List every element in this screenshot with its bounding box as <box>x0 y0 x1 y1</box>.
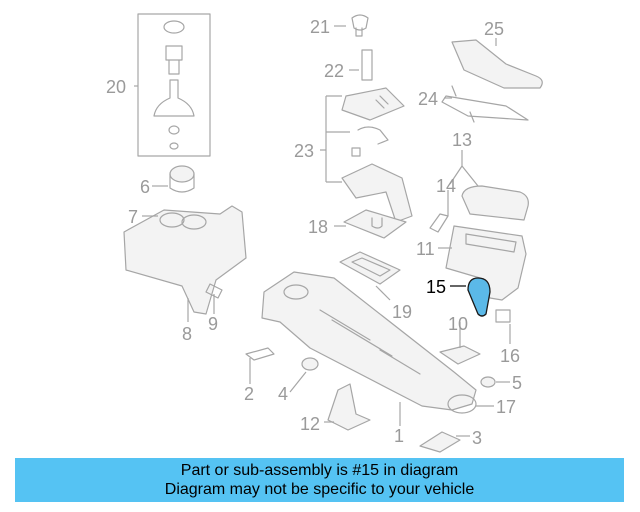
part-18-plate <box>343 209 407 239</box>
part-12-bracket <box>327 383 371 431</box>
callout-24: 24 <box>418 89 438 109</box>
callout-9: 9 <box>208 314 218 334</box>
callout-4: 4 <box>278 384 288 404</box>
callout-11: 11 <box>416 239 435 259</box>
part-21-knob <box>351 14 369 37</box>
callout-14: 14 <box>436 176 456 196</box>
part-22-shaft <box>361 49 373 81</box>
part-14-latch <box>429 213 449 233</box>
callout-25: 25 <box>484 19 504 39</box>
part-10-bracket <box>439 345 481 365</box>
part-11-armrest-base <box>445 225 527 301</box>
callout-3: 3 <box>472 428 482 448</box>
callout-2: 2 <box>244 384 254 404</box>
callout-15: 15 <box>426 277 446 297</box>
part-19-boot-frame <box>339 251 401 285</box>
part-24-bracket <box>441 85 529 123</box>
callout-5: 5 <box>512 373 522 393</box>
callout-labels: 20 21 22 23 24 25 6 7 8 9 18 19 13 14 11… <box>106 17 522 448</box>
callout-21: 21 <box>310 17 330 37</box>
callout-13: 13 <box>452 130 472 150</box>
callout-16: 16 <box>500 346 520 366</box>
part-1-console <box>261 271 477 414</box>
part-25-cover <box>451 39 543 89</box>
info-banner: Part or sub-assembly is #15 in diagram D… <box>15 458 624 502</box>
callout-17: 17 <box>496 397 516 417</box>
part-4-knob <box>301 357 319 371</box>
callout-1: 1 <box>394 426 404 446</box>
callout-8: 8 <box>182 324 192 344</box>
callout-23: 23 <box>294 141 314 161</box>
part-5-grommet <box>480 376 496 388</box>
part-6-cup-holder <box>169 165 195 193</box>
callout-18: 18 <box>308 217 328 237</box>
callout-19: 19 <box>392 302 412 322</box>
banner-line-1: Part or sub-assembly is #15 in diagram <box>180 462 459 479</box>
part-15-highlighted <box>467 277 491 317</box>
part-9-clip <box>205 283 223 299</box>
part-23-indicator <box>341 87 413 223</box>
callout-12: 12 <box>300 414 320 434</box>
callout-10: 10 <box>448 314 468 334</box>
callout-20: 20 <box>106 77 126 97</box>
part-20-shift-boot-kit <box>137 13 211 157</box>
leader-lines <box>134 25 511 437</box>
part-16-cap <box>495 309 511 323</box>
parts-diagram: 20 21 22 23 24 25 6 7 8 9 18 19 13 14 11… <box>106 13 543 453</box>
part-2-clip <box>245 347 275 361</box>
part-13-lid <box>461 185 529 221</box>
part-7-lower-trim <box>123 205 247 315</box>
callout-7: 7 <box>128 207 138 227</box>
part-3-trim <box>419 431 461 453</box>
callout-22: 22 <box>324 61 344 81</box>
callout-6: 6 <box>140 177 150 197</box>
banner-line-2: Diagram may not be specific to your vehi… <box>164 481 475 498</box>
